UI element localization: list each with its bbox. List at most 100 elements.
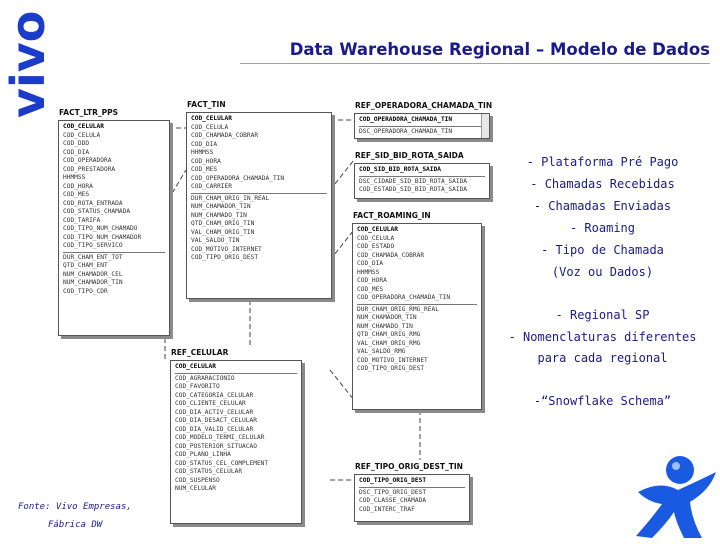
table-ref-operadora-chamada-tin[interactable]: REF_OPERADORA_CHAMADA_TIN COD_OPERADORA_… bbox=[354, 101, 492, 139]
table-column: COD_TIPO_ORIG_DEST bbox=[191, 254, 259, 261]
bullet-regional-sp: - Regional SP bbox=[555, 308, 650, 322]
source-line-2: Fábrica DW bbox=[48, 520, 103, 530]
table-column: VAL_CHAM_ORIG_TIN bbox=[191, 228, 255, 236]
table-column: COD_MOTIVO_INTERNET bbox=[357, 356, 428, 364]
table-title: REF_SID_BID_ROTA_SAIDA bbox=[355, 151, 464, 160]
table-column: COD_MODELO_TERMI_CELULAR bbox=[175, 434, 265, 441]
table-column: COD_TIPO_SERVICO bbox=[63, 242, 123, 249]
table-column: COD_TIPO_CDR bbox=[63, 287, 108, 295]
key-divider bbox=[359, 486, 465, 488]
table-column: COD_DDD bbox=[63, 140, 90, 147]
table-column: NUM_CHAMADOR_TIN bbox=[357, 314, 417, 321]
table-column: COD_OPERADORA_CHAMADA_TIN bbox=[357, 294, 451, 301]
table-column: DUR_CHAM_ORIG_RMG_REAL bbox=[357, 305, 439, 313]
table-title: FACT_LTR_PPS bbox=[59, 108, 119, 117]
table-column: COD_MOTIVO_INTERNET bbox=[191, 245, 262, 253]
bullet-call-type-detail: (Voz ou Dados) bbox=[551, 265, 654, 279]
key-divider bbox=[359, 125, 485, 127]
table-column: VAL_CHAM_ORIG_RMG bbox=[357, 339, 421, 347]
table-column: COD_DIA_VALID_CELULAR bbox=[175, 425, 254, 433]
table-column: NUM_CHAMADO_TIN bbox=[191, 211, 247, 219]
table-column: DUR_CHAM_ENT_TOT bbox=[63, 253, 123, 261]
table-column: NUM_CELULAR bbox=[175, 485, 216, 492]
table-column: COD_SUSPENSO bbox=[175, 476, 220, 484]
table-column: COD_CELULAR bbox=[191, 115, 232, 122]
table-column: COD_SID_BID_ROTA_SAIDA bbox=[359, 166, 441, 173]
table-column: COD_OPERADORA_CHAMADA_TIN bbox=[191, 174, 285, 182]
vivo-logo-text: vivo bbox=[1, 11, 52, 118]
vivo-logo: vivo bbox=[0, 0, 55, 125]
table-column: COD_DIA_DESACT_CELULAR bbox=[175, 417, 257, 424]
source-line-1: Fonte: Vivo Empresas, bbox=[18, 502, 132, 512]
table-column: COD_AGRARACIONIO bbox=[175, 374, 235, 382]
table-column: COD_TIPO_ORIG_DEST bbox=[359, 477, 427, 484]
table-column: NUM_CHAMADOR_TIN bbox=[63, 279, 123, 286]
title-divider bbox=[240, 63, 710, 64]
table-column: COD_DIA bbox=[357, 260, 384, 267]
table-column: COD_POSTERIOR_SITUACAO bbox=[175, 442, 257, 450]
table-title: FACT_ROAMING_IN bbox=[353, 211, 431, 220]
table-column: COD_INTERC_TRAF bbox=[359, 505, 415, 513]
table-column: COD_DIA_ACTIV_CELULAR bbox=[175, 408, 254, 416]
table-column: COD_DIA bbox=[63, 148, 90, 156]
table-column: COD_CELULA bbox=[357, 234, 395, 242]
table-column: COD_CELULA bbox=[63, 131, 101, 139]
table-column: COD_TIPO_ORIG_DEST bbox=[357, 365, 425, 372]
table-column: COD_TARIFA bbox=[63, 216, 101, 224]
key-divider bbox=[357, 303, 477, 305]
table-column: COD_STATUS_CEL_COMPLEMENT bbox=[175, 459, 269, 467]
table-column: NUM_CHAMADOR_CEL bbox=[63, 270, 123, 278]
table-column: COD_HORA bbox=[191, 157, 221, 165]
table-column: COD_CELULAR bbox=[175, 363, 216, 370]
key-divider bbox=[191, 192, 327, 194]
bullet-naming-detail: para cada regional bbox=[537, 351, 668, 365]
table-column: QTD_CHAM_ENT bbox=[63, 262, 108, 269]
table-title: FACT_TIN bbox=[187, 100, 226, 109]
table-scrollbar[interactable] bbox=[481, 114, 489, 138]
table-column: DSC_OPERADORA_CHAMADA_TIN bbox=[359, 127, 453, 135]
bullet-snowflake: -“Snowflake Schema” bbox=[533, 394, 672, 408]
table-column: COD_STATUS_CELULAR bbox=[175, 468, 243, 475]
key-divider bbox=[175, 372, 297, 374]
bullet-roaming: - Roaming bbox=[569, 221, 636, 235]
table-column: COD_TIPO_NUM_CHAMADO bbox=[63, 225, 138, 232]
table-column: COD_ESTADO_SID_BID_ROTA_SAIDA bbox=[359, 186, 468, 193]
table-column: COD_DIA bbox=[191, 140, 218, 148]
bullet-received-calls: - Chamadas Recebidas bbox=[530, 177, 675, 191]
key-divider bbox=[359, 175, 485, 177]
table-column: COD_PLANO_LINHA bbox=[175, 451, 231, 458]
table-column: NUM_CHAMADO_TIN bbox=[357, 322, 413, 330]
table-column: COD_ROTA_ENTRADA bbox=[63, 199, 123, 207]
key-divider bbox=[63, 251, 165, 253]
table-column: HHMMSS bbox=[191, 149, 214, 156]
table-column: DUR_CHAM_ORIG_IN_REAL bbox=[191, 194, 270, 202]
table-title: REF_TIPO_ORIG_DEST_TIN bbox=[355, 462, 463, 471]
table-column: COD_CLASSE_CHAMADA bbox=[359, 497, 427, 504]
table-column: HHMMSS bbox=[357, 268, 380, 276]
table-column: COD_HORA bbox=[357, 277, 387, 284]
table-ref-sid-bid-rota-saida[interactable]: REF_SID_BID_ROTA_SAIDA COD_SID_BID_ROTA_… bbox=[354, 151, 490, 199]
table-column: VAL_SALDO_TIN bbox=[191, 237, 240, 244]
table-ref-tipo-orig-dest-tin[interactable]: REF_TIPO_ORIG_DEST_TIN COD_TIPO_ORIG_DES… bbox=[354, 462, 470, 522]
table-column: COD_OPERADORA bbox=[63, 157, 112, 164]
table-column: VAL_SALDO_RMG bbox=[357, 348, 406, 355]
table-title: REF_OPERADORA_CHAMADA_TIN bbox=[355, 101, 493, 110]
bullet-call-type: - Tipo de Chamada bbox=[541, 243, 664, 257]
table-column: COD_CARRIER bbox=[191, 183, 232, 190]
table-column: HHMMSS bbox=[63, 174, 86, 181]
table-column: COD_MES bbox=[191, 166, 218, 173]
table-column: COD_CLIENTE_CELULAR bbox=[175, 400, 246, 407]
table-column: COD_ESTADO bbox=[357, 243, 395, 250]
table-column: COD_STATUS_CHAMADA bbox=[63, 208, 131, 215]
table-column: COD_CHAMADA_COBRAR bbox=[191, 132, 259, 139]
